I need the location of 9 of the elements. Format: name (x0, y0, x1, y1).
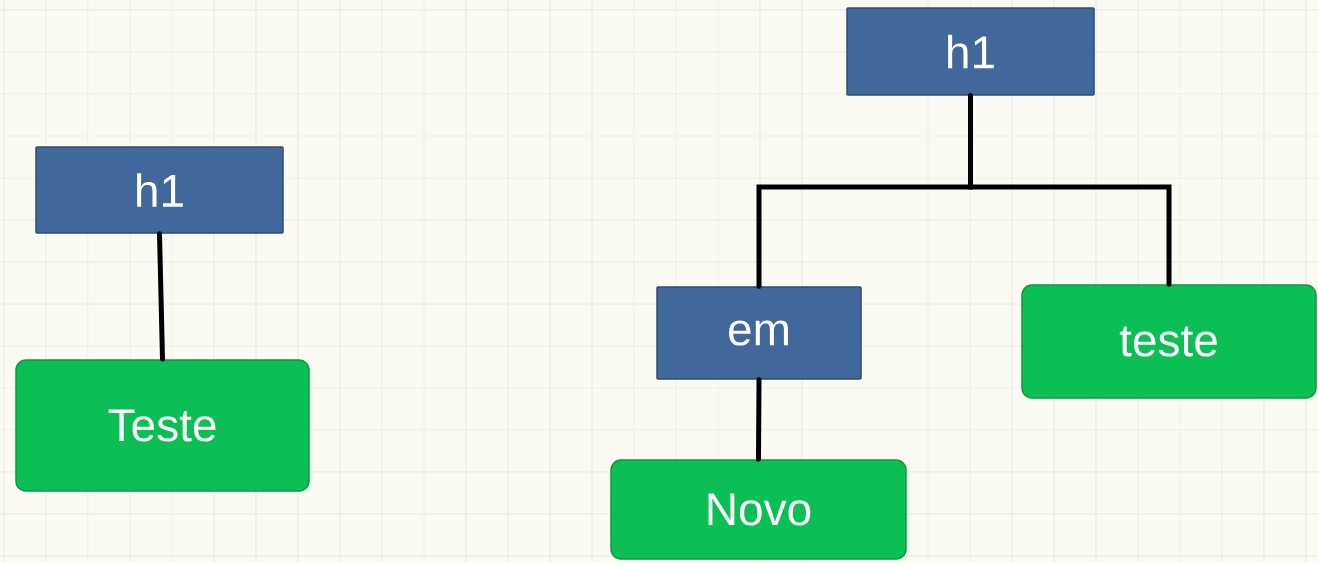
element-box: em (656, 286, 862, 380)
connector-line (968, 93, 1172, 287)
text-node-box: Teste (15, 359, 310, 492)
element-box: h1 (35, 146, 284, 234)
text-node-box: Novo (610, 459, 907, 560)
connector-line (756, 377, 762, 462)
element-box: h1 (846, 7, 1095, 96)
connector-line (157, 231, 165, 362)
text-node-box: teste (1021, 284, 1317, 399)
